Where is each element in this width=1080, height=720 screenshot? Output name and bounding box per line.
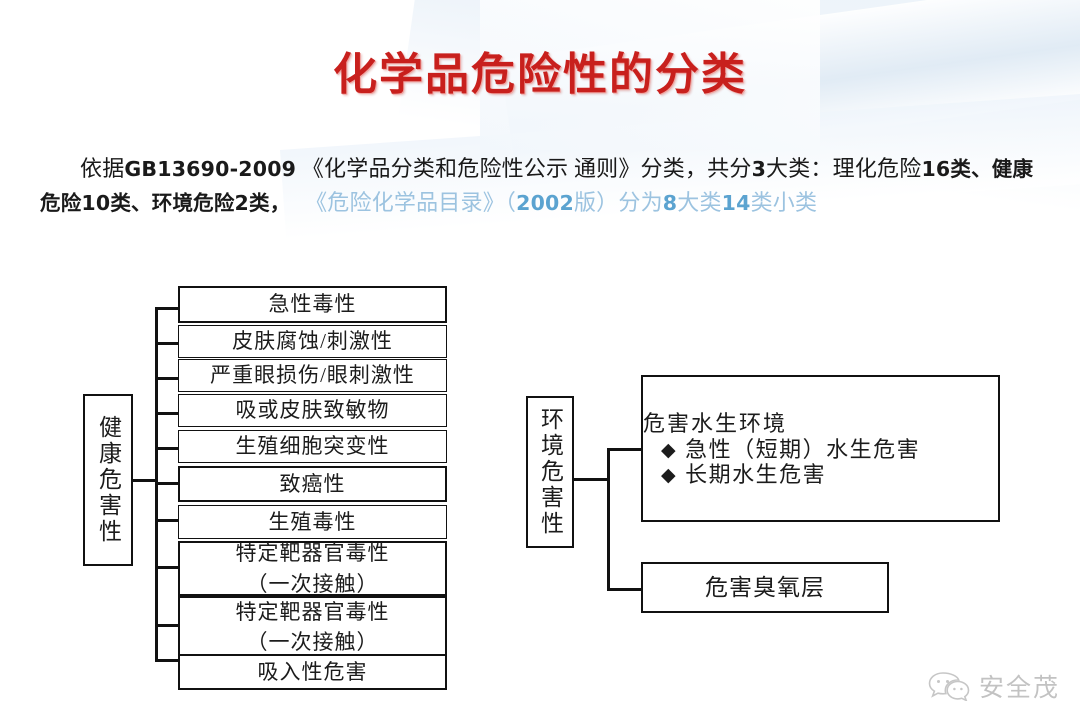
intro-seg-physical: 大类：理化危险 [766,155,922,181]
intro-catalog-version: 版）分为 [573,189,663,215]
health-node-8: 特定靶器官毒性 （一次接触） [178,541,447,596]
health-hazard-trunk-label: 健康危害性 [95,415,121,545]
health-node-1-label: 急性毒性 [268,292,357,317]
health-stub-5 [155,447,179,450]
health-stub-10 [155,659,179,662]
health-stub-7 [155,519,179,522]
health-node-9: 特定靶器官毒性 （一次接触） [178,596,447,658]
environment-node-aquatic: 危害水生环境 ◆ 急性（短期）水生危害 ◆ 长期水生危害 [641,375,1000,522]
environment-trunk-connector [574,478,610,481]
environment-node-ozone-label: 危害臭氧层 [705,574,825,600]
intro-count-major: 3 [751,156,767,181]
environment-hazard-trunk: 环境危害性 [526,396,574,548]
health-node-8-line2: （一次接触） [246,571,379,596]
health-hazard-trunk: 健康危害性 [83,394,133,566]
intro-catalog-major-count: 8 [662,190,678,215]
health-node-9-line1: 特定靶器官毒性 [235,599,390,624]
health-stub-9 [155,624,179,627]
wechat-bubble-icon [928,671,970,701]
health-stub-6 [155,482,179,485]
intro-count-environment: 2 [234,190,250,215]
watermark: 安全茂 [928,668,1060,704]
health-stub-8 [155,566,179,569]
intro-count-physical: 16 [921,156,951,181]
diamond-bullet-icon: ◆ [661,465,678,487]
health-node-6: 致癌性 [178,466,447,502]
health-stub-2 [155,342,179,345]
intro-catalog-major-unit: 大类 [677,189,722,215]
health-node-10-label: 吸入性危害 [257,659,368,684]
intro-seg-comma: 类， [249,190,291,215]
health-node-4: 吸或皮肤致敏物 [178,394,447,427]
aquatic-bullet-2: ◆ 长期水生危害 [661,462,826,487]
health-trunk-connector [133,479,157,482]
health-stub-3 [155,377,179,380]
health-stub-1 [155,307,179,310]
health-node-5: 生殖细胞突变性 [178,430,447,463]
health-node-8-labels: 特定靶器官毒性 （一次接触） [236,538,390,599]
intro-seg-environment: 类、环境危险 [110,190,235,215]
intro-catalog-minor-count: 14 [721,190,751,215]
environment-node-ozone: 危害臭氧层 [641,562,889,613]
environment-stub-aquatic [607,448,643,451]
health-node-1: 急性毒性 [178,286,447,323]
aquatic-content: 危害水生环境 ◆ 急性（短期）水生危害 ◆ 长期水生危害 [643,401,998,497]
environment-spine [607,449,610,590]
slide-title: 化学品危险性的分类 [333,49,747,100]
intro-count-health: 10 [81,190,111,215]
environment-stub-ozone [607,588,643,591]
health-node-2: 皮肤腐蚀/刺激性 [178,325,447,358]
intro-catalog-minor-unit: 类小类 [750,189,818,215]
diamond-bullet-icon: ◆ [661,439,678,461]
intro-standard-title: 《化学品分类和危险性公示 通则》分类，共分 [296,155,752,181]
intro-standard-code: GB13690-2009 [124,156,297,181]
aquatic-bullet-2-label: 长期水生危害 [685,462,827,488]
health-node-2-label: 皮肤腐蚀/刺激性 [232,329,393,354]
health-node-5-label: 生殖细胞突变性 [235,434,390,459]
intro-catalog-year: 2002 [516,190,574,215]
environment-hazard-trunk-label: 环境危害性 [537,407,563,537]
health-node-3-label: 严重眼损伤/眼刺激性 [210,363,415,388]
health-node-9-labels: 特定靶器官毒性 （一次接触） [236,597,390,658]
aquatic-bullet-1-label: 急性（短期）水生危害 [685,436,921,462]
health-node-6-label: 致癌性 [279,471,346,496]
intro-seg-basis: 依据 [80,155,125,181]
watermark-label: 安全茂 [978,675,1060,702]
health-node-4-label: 吸或皮肤致敏物 [235,398,390,423]
health-node-10: 吸入性危害 [178,654,447,690]
health-node-8-line1: 特定靶器官毒性 [235,541,390,566]
health-node-3: 严重眼损伤/眼刺激性 [178,359,447,392]
intro-catalog-title: 《危险化学品目录》（ [305,189,517,215]
health-node-7: 生殖毒性 [178,505,447,539]
health-node-9-line2: （一次接触） [246,630,379,654]
aquatic-bullet-1: ◆ 急性（短期）水生危害 [661,437,920,462]
aquatic-heading: 危害水生环境 [643,410,788,436]
health-node-7-label: 生殖毒性 [268,509,357,534]
health-stub-4 [155,412,179,415]
intro-paragraph: 依据GB13690-2009 《化学品分类和危险性公示 通则》分类，共分3大类：… [40,152,1045,220]
